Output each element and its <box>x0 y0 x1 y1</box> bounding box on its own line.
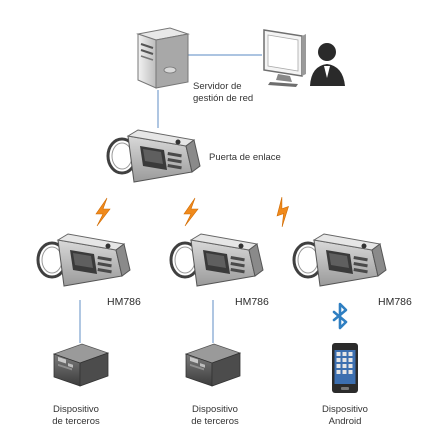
device-label-1: Dispositivo de terceros <box>52 404 100 428</box>
radio-model-label-2: HM786 <box>235 296 269 308</box>
android-phone-icon <box>332 343 358 393</box>
radio-icon-2 <box>169 232 265 288</box>
device-label-1-line-1: Dispositivo <box>53 404 99 415</box>
server-label: Servidor de gestión de red <box>193 81 253 105</box>
device-label-2-line-2: de terceros <box>191 416 239 427</box>
user-icon <box>310 43 345 86</box>
lightning-icon-2 <box>183 197 199 227</box>
terminal-box-icon-2 <box>185 343 241 387</box>
device-label-3-line-2: Android <box>328 416 362 427</box>
device-label-2: Dispositivo de terceros <box>191 404 239 428</box>
radio-model-label-1: HM786 <box>107 296 141 308</box>
lightning-icon-1 <box>95 197 111 227</box>
monitor-icon <box>263 29 306 87</box>
device-label-1-line-2: de terceros <box>52 416 100 427</box>
server-label-line-1: Servidor de <box>193 81 242 92</box>
lightning-icon-3 <box>271 195 295 228</box>
bluetooth-icon <box>332 302 348 330</box>
device-label-3: Dispositivo Android <box>322 404 368 428</box>
gateway-radio-icon <box>106 128 202 184</box>
gateway-label: Puerta de enlace <box>209 152 281 163</box>
server-icon <box>136 27 190 89</box>
device-label-2-line-1: Dispositivo <box>192 404 238 415</box>
device-label-3-line-1: Dispositivo <box>322 404 368 415</box>
connector-lines <box>79 54 262 343</box>
radio-model-label-3: HM786 <box>378 296 412 308</box>
radio-icon-1 <box>36 232 132 288</box>
radio-icon-3 <box>292 232 388 288</box>
terminal-box-icon-1 <box>53 343 109 387</box>
server-label-line-2: gestión de red <box>193 93 254 104</box>
